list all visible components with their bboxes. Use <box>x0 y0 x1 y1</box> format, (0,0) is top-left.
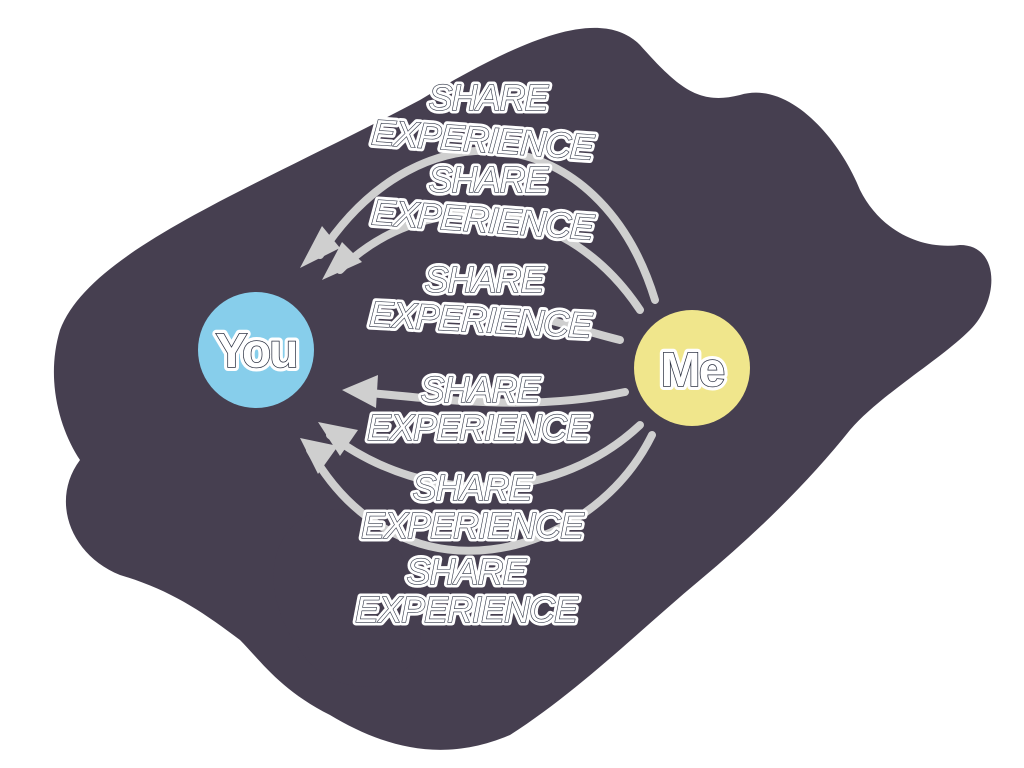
arrow-6 <box>306 431 656 555</box>
svg-text:SHARE: SHARE <box>406 551 527 592</box>
edge-label-line1: SHARE <box>412 467 533 508</box>
arrow-4 <box>356 388 629 407</box>
node-me-circle <box>634 310 750 426</box>
arrowhead-icon <box>322 242 362 280</box>
node-me-label: Me <box>661 344 725 397</box>
svg-text:You: You <box>215 325 296 378</box>
node-you-label: You <box>215 325 296 378</box>
svg-text:SHARE: SHARE <box>428 159 549 200</box>
arrowhead-icon <box>342 375 378 408</box>
edge-label-line2: EXPERIENCE <box>361 505 585 546</box>
edge-label-6: SHARE SHARE EXPERIENCE EXPERIENCE <box>351 548 583 634</box>
svg-text:SHARE: SHARE <box>420 369 541 410</box>
svg-text:EXPERIENCE: EXPERIENCE <box>355 589 579 630</box>
edge-label-line1: SHARE <box>406 551 527 592</box>
edge-label-line1: SHARE <box>428 159 549 200</box>
edge-label-5: SHARE SHARE EXPERIENCE EXPERIENCE <box>357 464 589 550</box>
node-me: Me Me <box>634 310 750 426</box>
svg-text:EXPERIENCE: EXPERIENCE <box>367 407 591 448</box>
svg-text:SHARE: SHARE <box>428 77 549 118</box>
arrow-2 <box>336 210 644 314</box>
svg-text:Me: Me <box>661 344 725 397</box>
edge-label-line1: SHARE <box>420 369 541 410</box>
arrow-3 <box>536 314 624 344</box>
arrowhead-icon <box>300 226 340 268</box>
edge-label-4: SHARE SHARE EXPERIENCE EXPERIENCE <box>363 366 595 452</box>
edge-label-line2: EXPERIENCE <box>367 407 591 448</box>
svg-text:EXPERIENCE: EXPERIENCE <box>361 505 585 546</box>
arrow-1 <box>316 146 659 304</box>
edge-label-line1: SHARE <box>428 77 549 118</box>
background-blob <box>53 27 992 750</box>
arrowhead-icon <box>300 438 338 474</box>
arrowhead-icon <box>318 422 358 456</box>
node-you-circle <box>198 292 314 408</box>
svg-text:SHARE: SHARE <box>424 259 545 300</box>
svg-text:SHARE: SHARE <box>412 467 533 508</box>
arrows <box>300 146 659 555</box>
edge-label-line2: EXPERIENCE <box>355 589 579 630</box>
node-you: You You <box>198 292 314 408</box>
arrow-5 <box>326 421 644 491</box>
edge-label-line1: SHARE <box>424 259 545 300</box>
